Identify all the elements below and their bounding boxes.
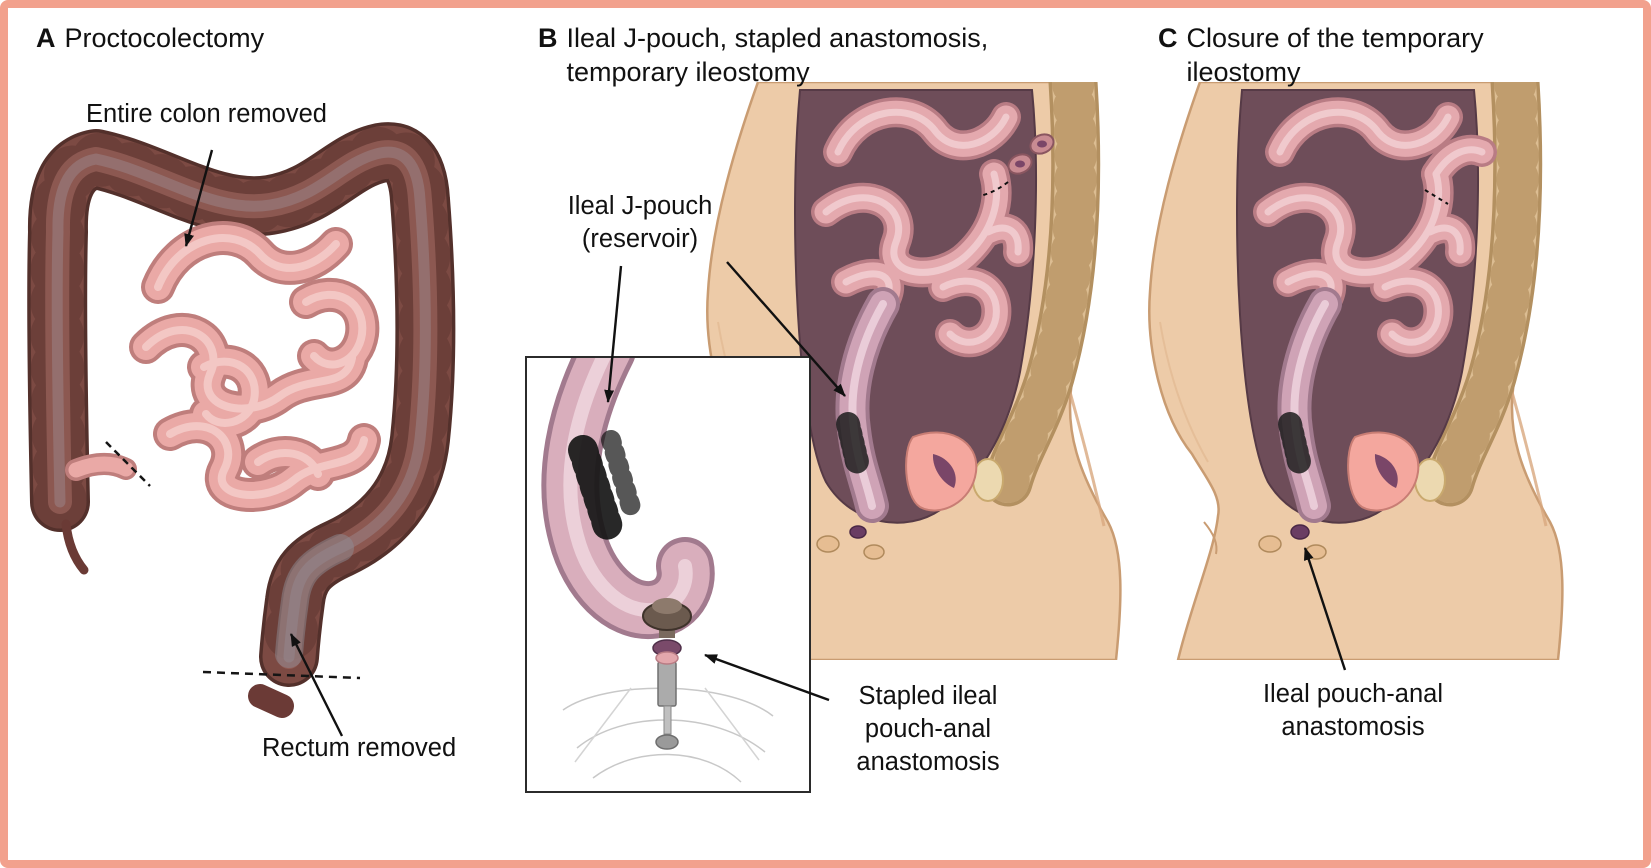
stapler-anvil (642, 598, 692, 665)
circular-stapler (655, 661, 679, 750)
anastomosis-site (849, 525, 867, 539)
panel-c-title-text: Closure of the temporary ileostomy (1186, 23, 1484, 87)
anastomosis-site (1290, 524, 1310, 540)
ileal-jpouch (1290, 304, 1325, 506)
jpouch-inset-box (525, 356, 811, 793)
perineum-contour (1203, 521, 1218, 555)
cut-line-ileum (105, 441, 151, 487)
stapled-anastomosis-label: Stapled ileal pouch-anal anastomosis (856, 682, 1000, 777)
pouch-anal-anastomosis-label: Ileal pouch-anal anastomosis (1262, 680, 1444, 742)
buttock-shading (1068, 391, 1106, 527)
sagittal-body-illustration-c (1148, 82, 1564, 660)
rectum-removed-label: Rectum removed (262, 734, 457, 762)
jpouch-stapler-illustration (527, 358, 774, 783)
panel-b-title-text: Ileal J-pouch, stapled anastomosis, temp… (566, 23, 989, 87)
pelvic-organs (816, 431, 1004, 560)
ileal-jpouch (848, 304, 883, 506)
small-intestine (146, 238, 364, 495)
panel-a-title: A Proctocolectomy (36, 22, 264, 56)
ileal-jpouch-reservoir-label: Ileal J-pouch (reservoir) (567, 192, 713, 254)
colon-illustration (8, 112, 498, 718)
staple-line (1278, 412, 1312, 478)
staple-line (836, 412, 870, 478)
pelvic-organs (1258, 431, 1446, 560)
panel-c-letter: C (1158, 23, 1178, 53)
panel-a-letter: A (36, 23, 56, 53)
panel-b-letter: B (538, 23, 558, 53)
staple-line-row1 (568, 435, 624, 545)
rectal-stump (248, 684, 294, 718)
panel-c-title: C Closure of the temporary ileostomy (1158, 22, 1484, 90)
terminal-ileum (65, 452, 137, 481)
panel-b-title: B Ileal J-pouch, stapled anastomosis, te… (538, 22, 988, 90)
panel-a-title-text: Proctocolectomy (64, 23, 265, 53)
entire-colon-removed-label: Entire colon removed (86, 100, 327, 128)
ileal-jpouch-inset (570, 358, 685, 610)
ileostomy-stumps (979, 133, 1055, 197)
buttock-shading (1510, 391, 1548, 527)
appendix (61, 519, 89, 575)
belly-shading (1159, 321, 1209, 463)
staple-line-row2 (601, 430, 643, 524)
